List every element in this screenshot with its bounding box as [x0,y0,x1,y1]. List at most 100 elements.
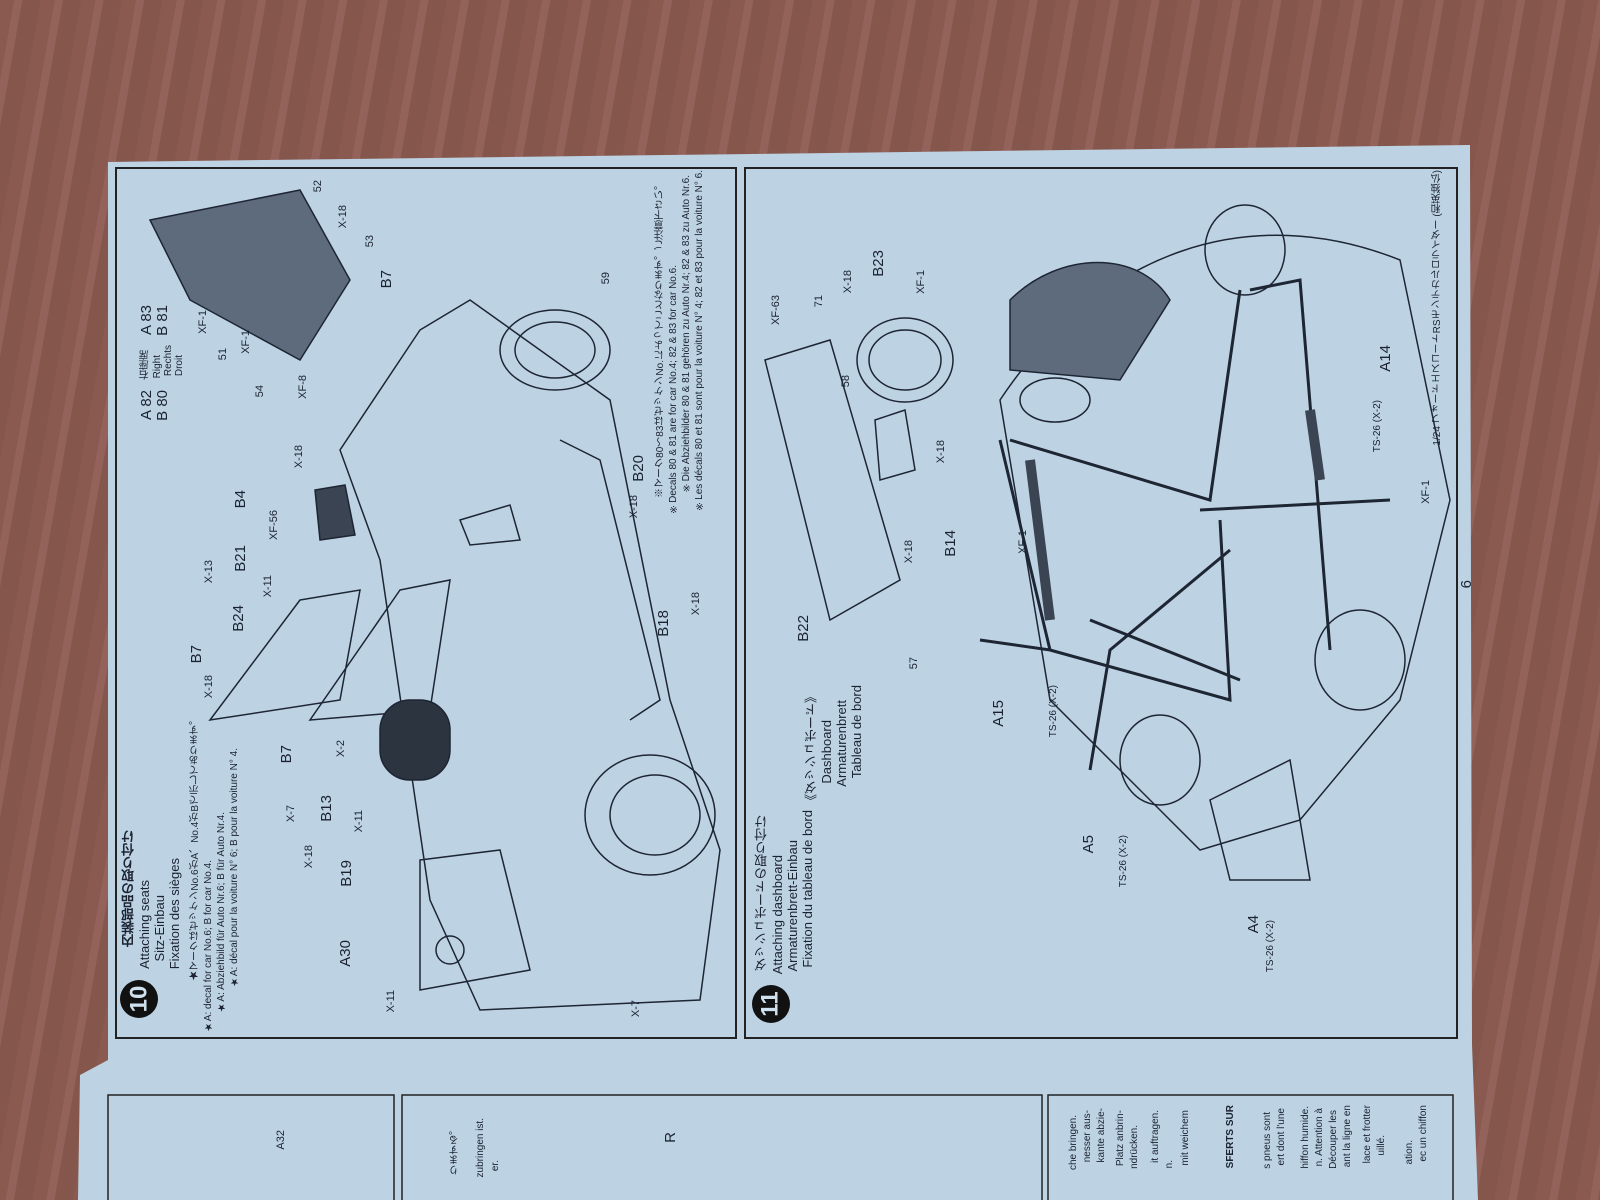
lower-text-de1: zubringen ist. [475,1118,486,1178]
label-r: R [662,1132,679,1143]
lower-text-jp: りまする。 [450,1125,461,1175]
legend-b80: B 80 [154,390,171,421]
lower-fr-line: uillé. [1376,1135,1387,1156]
part-label: 59 [600,272,612,285]
paper-sheet [78,145,1478,1200]
part-label: B21 [232,545,249,572]
step-10-badge: 10 [120,980,158,1018]
lower-fr-line: ec un chiffon [1418,1105,1429,1162]
lower-col-line: kante abzie- [1096,1108,1107,1163]
lower-fr-line: lace et frotter [1362,1105,1373,1164]
part-label: B22 [795,615,812,642]
lower-col-line: nesser aus- [1082,1110,1093,1163]
part-label: A5 [1080,835,1097,854]
part-label: B20 [630,455,647,482]
lower-fr-line: ert dont l'une [1276,1108,1287,1166]
part-label: A15 [990,700,1007,727]
part-label: B14 [942,530,959,557]
part-label: B24 [230,605,247,632]
part-label: X-7 [285,805,297,823]
step10-title-jp: 内装部品の取り付け [121,830,136,947]
part-label: X-18 [935,440,947,464]
part-label: B19 [338,860,355,887]
car-interior-drawing-10 [148,189,721,1011]
part-label: XF-8 [297,375,309,399]
part-label: 54 [254,385,266,398]
part-label: XF-1 [1017,530,1029,554]
footer-title: 1/24 フォードエスコートRSモンテカルロライダー (和英独仏) [1432,170,1443,446]
decal-note-4: ※Les décals 80 et 81 sont pour la voitur… [694,170,705,511]
page-number: 6 [1458,580,1475,589]
step11-frame [744,167,1458,1039]
lower-frame-3 [1047,1094,1454,1200]
lower-col-line: ndrücken. [1129,1125,1140,1169]
lower-fr-line: Découper les [1328,1110,1339,1169]
part-label: B23 [870,250,887,277]
legend-b81: B 81 [154,305,171,336]
lower-fr-line: n. Attention à [1314,1108,1325,1167]
part-label: X-11 [385,990,397,1013]
part-label: X-18 [337,205,349,229]
step10-note-1: ★マークはゼッケンNo.6がA、No.4がBで示してあります。 [190,715,201,981]
step11-sub-en: Dashboard [819,720,834,784]
lower-fr-line: s pneus sont [1262,1112,1273,1169]
ts-label: TS-26 (X-2) [1265,920,1276,973]
part-label: X-11 [353,810,365,833]
decal-note-2: ※Decals 80 & 81 are for car No.4; 82 & 8… [668,265,679,514]
lower-col-line: mit weichem [1180,1110,1191,1166]
part-label: X-18 [628,495,640,519]
step10-title-fr: Fixation des sièges [167,858,182,970]
car-rollcage-drawing-11 [764,204,1451,881]
lower-col-line: it auftragen. [1150,1110,1161,1163]
step11-title-en: Attaching dashboard [770,855,785,975]
part-label: X-13 [203,560,215,584]
part-label: 71 [813,295,825,308]
step10-title-en: Attaching seats [137,880,152,969]
legend-rechts: Rechts [163,345,174,377]
part-label: X-11 [262,575,274,598]
lower-text-de2: er. [490,1160,501,1172]
lower-frame-1 [107,1094,395,1200]
legend-a82: A 82 [138,390,155,421]
lower-fr-line: ation. [1404,1140,1415,1165]
part-label: XF-1 [197,310,209,334]
part-label: XF-1 [915,270,927,294]
part-label: B7 [188,645,205,664]
decal-note-1: ※マーク80〜83はゼッケンNo.によってことなります。ご注意下さい。 [655,180,666,498]
part-label: X-2 [335,740,347,758]
lower-fr-line: ant la ligne en [1342,1105,1353,1168]
part-label: X-18 [293,445,305,469]
step11-sub-fr: Tableau de bord [849,685,864,779]
step10-note-2: ★A: decal for car No.6; B for car No.4. [203,860,214,1033]
part-label: XF-63 [770,295,782,325]
part-label: XF-56 [268,510,280,540]
part-label: 52 [312,180,324,193]
step10-frame [115,167,737,1039]
lower-fr-line: hiffon humide. [1300,1106,1311,1169]
ts-label: TS-26 (X-2) [1118,835,1129,888]
part-label: B13 [318,795,335,822]
part-label: B4 [232,490,249,509]
step11-title-jp: ダッシュボードの取り付け [754,815,769,971]
step11-sub-de: Armaturenbrett [834,700,849,787]
part-label: X-7 [630,1000,642,1018]
part-label: X-18 [203,675,215,699]
part-label: A30 [337,940,354,967]
part-label: 57 [908,657,920,670]
part-label: X-18 [303,845,315,869]
lower-frame-2 [401,1094,1043,1200]
legend-right: Right [152,355,163,379]
part-label: X-18 [690,592,702,616]
step-11-badge: 11 [752,985,790,1023]
legend-droit: Droit [174,355,185,377]
step10-note-4: ★A: décal pour la voiture N° 6; B pour l… [229,748,240,988]
legend-a83: A 83 [138,305,155,336]
part-label: XF-1 [1420,480,1432,504]
decal-note-3: ※Die Abziehbilder 80 & 81 gehören zu Aut… [681,175,692,493]
label-a32: A32 [275,1130,287,1150]
lower-fr-heading: SFERTS SUR [1225,1105,1236,1169]
step10-note-3: ★A: Abziehbild für Auto Nr.6; B für Auto… [216,812,227,1013]
part-label: 51 [217,348,229,361]
ts-label: TS-26 (X-2) [1372,400,1383,453]
